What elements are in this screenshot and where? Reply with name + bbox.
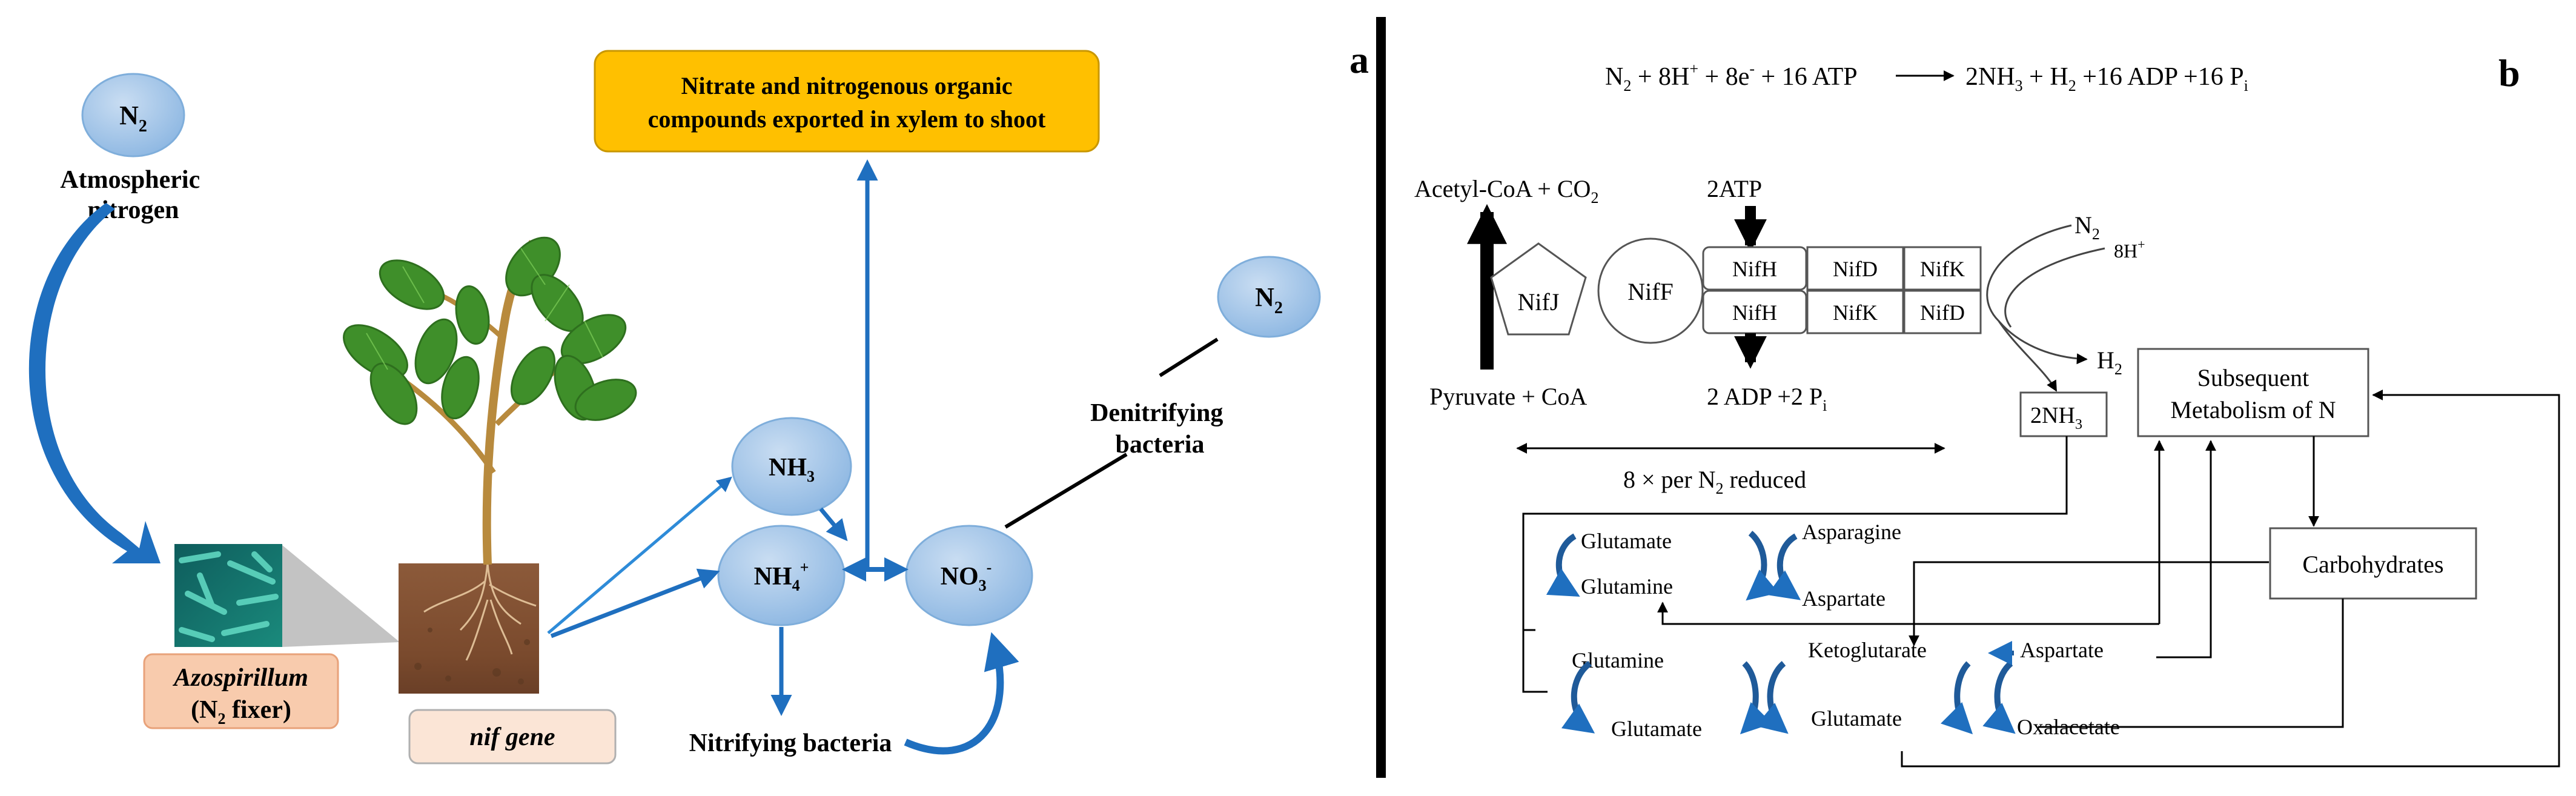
n2-atmospheric-circle: N2 xyxy=(81,73,185,158)
nh3-product-box: 2NH3 xyxy=(2019,391,2108,437)
acetyl-coa-label: Acetyl-CoA + CO2 xyxy=(1414,175,1598,207)
pyruvate-label: Pyruvate + CoA xyxy=(1429,383,1587,410)
subsequent-metabolism-box: Subsequent Metabolism of N xyxy=(2137,348,2369,437)
root-to-nh3-arrow xyxy=(547,476,732,634)
cycle-bottom-glutamate: Glutamate xyxy=(1611,717,1702,741)
cycle-bottom-aspartate: Aspartate xyxy=(2020,638,2104,662)
cycle-bottom-ketoglutarate: Ketoglutarate xyxy=(1808,638,1927,662)
svg-text:Azospirillum: Azospirillum xyxy=(172,664,308,692)
svg-text:Nitrate and nitrogenous organi: Nitrate and nitrogenous organic xyxy=(681,72,1012,99)
niff-circle: NifF xyxy=(1597,237,1704,344)
panel-a-label: a xyxy=(1349,38,1369,81)
azospirillum-label-box: Azospirillum (N2 fixer) xyxy=(143,653,339,729)
fixation-curved-arrow xyxy=(28,203,161,563)
adp-label: 2 ADP +2 Pi xyxy=(1707,383,1827,414)
nif-gene-box: nif gene xyxy=(408,709,617,764)
nh3-circle: NH3 xyxy=(731,417,852,516)
xylem-export-box: Nitrate and nitrogenous organic compound… xyxy=(594,50,1100,153)
svg-text:NH4+: NH4+ xyxy=(754,559,809,594)
soil-block xyxy=(399,563,539,694)
no3-to-n2-line xyxy=(1004,453,1128,529)
grid-nifh-2: NifH xyxy=(1732,300,1777,325)
svg-text:N2: N2 xyxy=(119,101,147,136)
grid-nifd-2: NifD xyxy=(1920,300,1965,325)
cycle-top-aspartate: Aspartate xyxy=(1802,586,1886,611)
nitrogenase-equation-products: 2NH3 + H2 +16 ADP +16 Pi xyxy=(1965,63,2248,95)
denitrifying-bacteria-label: Denitrifying bacteria xyxy=(1090,399,1230,459)
nitrogenase-grid xyxy=(1702,246,1982,334)
cycle-top-asparagine: Asparagine xyxy=(1802,520,1901,544)
reduction-curves xyxy=(1986,224,2105,392)
nh3-to-nh4-arrow xyxy=(819,507,848,542)
svg-text:NO3-: NO3- xyxy=(941,559,992,594)
svg-text:NifF: NifF xyxy=(1627,278,1674,305)
svg-text:(N2 fixer): (N2 fixer) xyxy=(191,696,291,728)
carbohydrates-box: Carbohydrates xyxy=(2269,527,2477,600)
svg-text:N2: N2 xyxy=(1255,282,1283,317)
h2-output-label: H2 xyxy=(2097,347,2122,378)
n2-released-circle: N2 xyxy=(1217,256,1321,338)
nitrifying-bacteria-label: Nitrifying bacteria xyxy=(689,729,892,757)
panel-a-arrows xyxy=(547,159,1019,755)
grid-nifk-1: NifK xyxy=(1920,257,1965,281)
svg-text:Metabolism of N: Metabolism of N xyxy=(2170,396,2336,423)
panel-a: N2 Atmospheric nitrogen xyxy=(28,38,1369,764)
svg-text:Carbohydrates: Carbohydrates xyxy=(2302,551,2443,578)
denitrify-to-n2-line xyxy=(1159,337,1219,377)
nitrogenase-equation: N2 + 8H+ + 8e- + 16 ATP xyxy=(1605,60,1858,95)
svg-text:compounds exported in xylem to: compounds exported in xylem to shoot xyxy=(648,105,1046,133)
lower-cycle: Glutamine Glutamate Ketoglutarate Glutam… xyxy=(1561,638,2120,741)
svg-text:Subsequent: Subsequent xyxy=(2197,364,2309,391)
atp-label: 2ATP xyxy=(1707,175,1762,202)
per-n2-label: 8 × per N2 reduced xyxy=(1623,466,1806,497)
svg-text:nif gene: nif gene xyxy=(469,723,555,751)
atmospheric-nitrogen-label: Atmospheric nitrogen xyxy=(60,166,206,224)
grid-nifd-1: NifD xyxy=(1833,257,1878,281)
nh4-circle: NH4+ xyxy=(717,525,846,626)
cycle-top-glutamine: Glutamine xyxy=(1581,574,1673,599)
panel-b-connectors xyxy=(1522,390,2560,768)
root-to-nh4-arrow xyxy=(550,568,720,638)
azospirillum-bacteria-image xyxy=(174,544,282,647)
nifj-pentagon: NifJ xyxy=(1490,242,1587,336)
svg-text:NH3: NH3 xyxy=(769,454,815,485)
grid-nifh-1: NifH xyxy=(1732,257,1777,281)
nitrifying-to-no3-arrow xyxy=(904,632,1019,755)
cycle-bottom-glutamate-2: Glutamate xyxy=(1811,706,1902,731)
plant-illustration xyxy=(343,236,637,565)
no3-circle: NO3- xyxy=(905,525,1033,626)
panel-divider xyxy=(1376,17,1386,778)
cycle-bottom-oxalacetate: Oxalacetate xyxy=(2017,715,2120,739)
svg-text:NifJ: NifJ xyxy=(1518,288,1560,316)
panel-b: b N2 + 8H+ + 8e- + 16 ATP 2NH3 + H2 +16 … xyxy=(1414,51,2560,768)
upper-cycle: Glutamate Glutamine Asparagine Aspartate xyxy=(1546,520,1901,611)
svg-text:2NH3: 2NH3 xyxy=(2030,403,2082,433)
cycle-top-glutamate: Glutamate xyxy=(1581,529,1672,553)
zoom-wedge xyxy=(282,545,400,647)
grid-nifk-2: NifK xyxy=(1833,300,1878,325)
h-plus-label: 8H+ xyxy=(2114,237,2145,262)
n2-input-label: N2 xyxy=(2074,211,2100,243)
panel-b-label: b xyxy=(2498,51,2520,95)
